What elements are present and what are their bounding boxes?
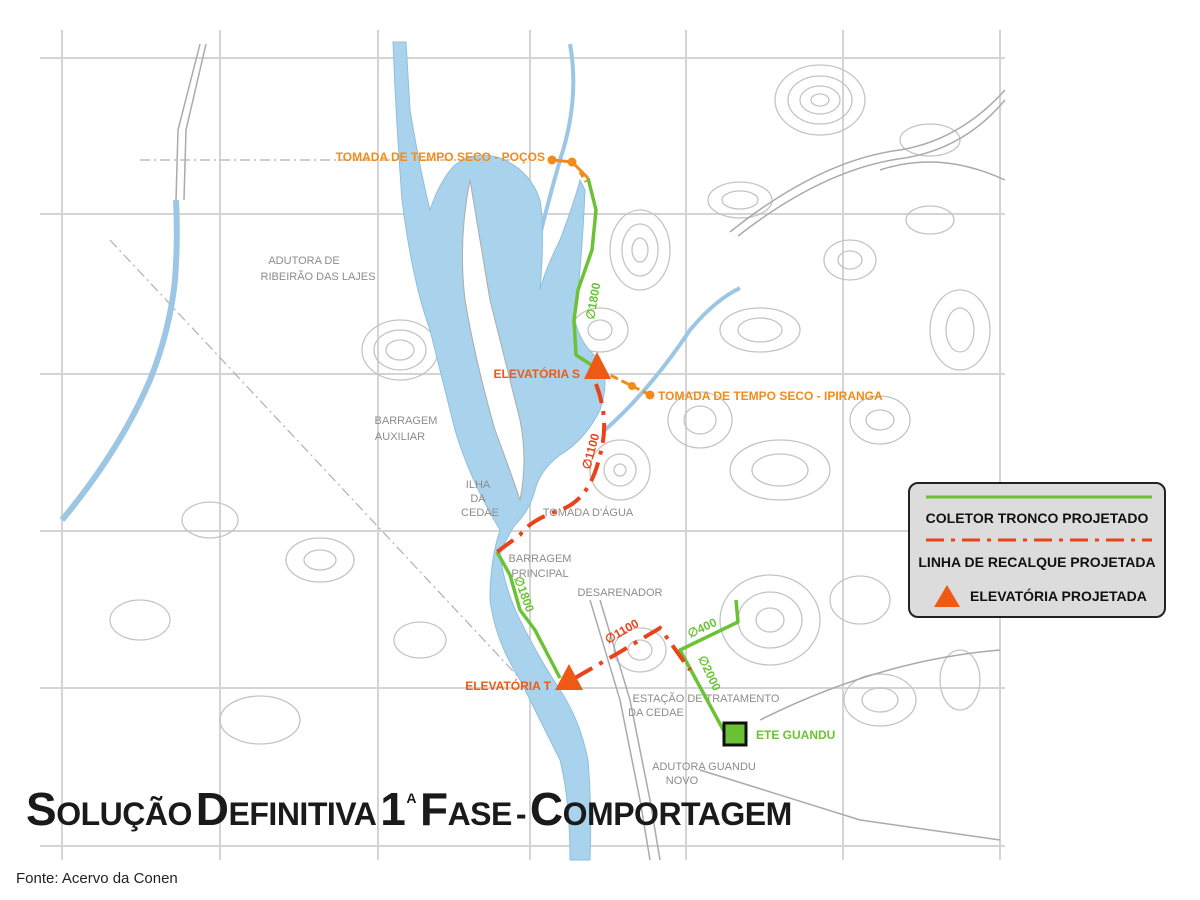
title-cap-d: D [195, 783, 229, 835]
legend-collector-swatch [926, 495, 1152, 499]
ete-guandu-label: ETE GUANDU [756, 728, 835, 742]
base-label-estacao-2: DA CEDAE [628, 707, 684, 719]
legend-pressure-swatch [926, 538, 1152, 542]
base-label-barragem-principal-2: PRINCIPAL [511, 568, 568, 580]
pressure-lines [495, 383, 692, 680]
legend-elevatoria-label: ELEVATÓRIA PROJETADA [970, 588, 1147, 604]
title-word-1: OLUÇÃO [56, 796, 192, 832]
map-legend: COLETOR TRONCO PROJETADO LINHA DE RECALQ… [908, 482, 1166, 618]
diameter-1800-upper: ∅1800 [583, 281, 603, 320]
base-label-barragem-principal: BARRAGEM [509, 553, 572, 565]
tomada-pocos-marker-2[interactable] [567, 157, 577, 167]
collector-ete[interactable] [678, 599, 740, 736]
base-map-labels: ADUTORA DE RIBEIRÃO DAS LAJES BARRAGEM A… [261, 255, 780, 787]
base-label-adutora-lajes-2: RIBEIRÃO DAS LAJES [261, 270, 376, 283]
base-label-adutora-guandu-2: NOVO [666, 775, 699, 787]
tomada-pocos-label: TOMADA DE TEMPO SECO - POÇOS [336, 150, 545, 164]
base-label-desarenador: DESARENADOR [578, 587, 663, 599]
legend-collector-label: COLETOR TRONCO PROJETADO [925, 510, 1149, 526]
title-word-4: OMPORTAGEM [562, 796, 793, 832]
base-label-barragem-auxiliar-2: AUXILIAR [375, 431, 425, 443]
pressure-line-lower[interactable] [573, 625, 692, 680]
tomada-ipiranga-marker[interactable] [645, 390, 655, 400]
title-word-3: ASE [447, 796, 513, 832]
tomada-ipiranga-marker-2[interactable] [628, 382, 636, 390]
map-title: SOLUÇÃO DEFINITIVA 1A FASE - COMPORTAGEM [26, 782, 792, 836]
base-label-ilha-2: DA [470, 493, 486, 505]
dashed-boundaries [109, 159, 541, 701]
base-label-ilha-3: CEDAE [461, 507, 499, 519]
title-dash: - [515, 796, 527, 832]
title-cap-s: S [26, 783, 57, 835]
base-label-barragem-auxiliar: BARRAGEM [375, 415, 438, 427]
title-word-2: EFINITIVA [228, 796, 377, 832]
title-number: 1 [380, 783, 406, 835]
ete-guandu-marker[interactable] [722, 721, 748, 747]
base-label-ilha: ILHA [466, 479, 491, 491]
pressure-line-upper[interactable] [495, 383, 607, 554]
collector-lines [495, 177, 740, 736]
title-cap-c: C [529, 783, 563, 835]
tomada-ipiranga-label: TOMADA DE TEMPO SECO - IPIRANGA [658, 389, 883, 403]
elevatoria-t-marker[interactable] [555, 664, 583, 690]
base-label-adutora-lajes: ADUTORA DE [268, 255, 339, 267]
tomada-pocos-marker[interactable] [547, 155, 557, 165]
elevatoria-t-label: ELEVATÓRIA T [465, 678, 551, 693]
island [461, 179, 525, 502]
roads [175, 43, 1006, 861]
title-cap-f: F [419, 783, 448, 835]
collector-lower[interactable] [495, 551, 562, 679]
collector-upper[interactable] [572, 177, 598, 368]
title-superscript: A [406, 790, 416, 806]
legend-pressure-label: LINHA DE RECALQUE PROJETADA [918, 554, 1156, 570]
base-label-tomada-agua: TOMADA D'ÁGUA [543, 506, 634, 519]
source-caption: Fonte: Acervo da Conen [16, 870, 178, 887]
elevatoria-s-marker[interactable] [584, 352, 611, 379]
elevatoria-s-label: ELEVATÓRIA S [494, 366, 580, 381]
base-label-adutora-guandu: ADUTORA GUANDU [652, 761, 756, 773]
terrain-contours [109, 64, 991, 745]
legend-elevatoria-icon [934, 585, 960, 607]
